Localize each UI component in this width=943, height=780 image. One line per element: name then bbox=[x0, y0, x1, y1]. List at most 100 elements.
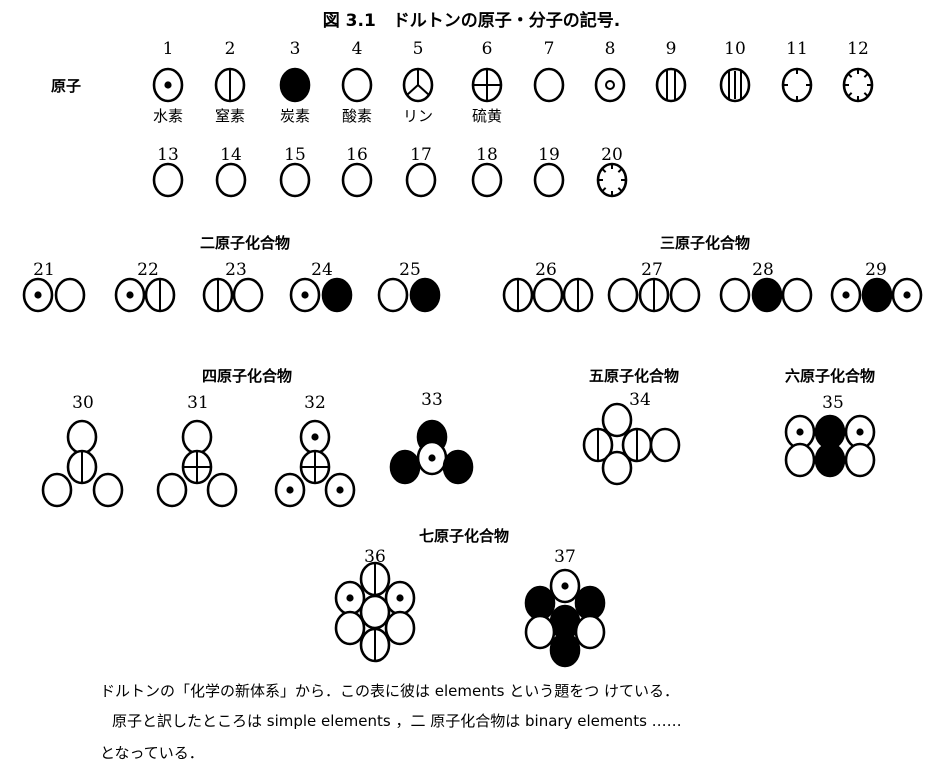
symbol-number: 11 bbox=[786, 39, 808, 59]
symbol-number: 35 bbox=[822, 393, 844, 413]
symbol-number: 28 bbox=[752, 260, 774, 280]
compound-27-atom-1 bbox=[607, 277, 639, 313]
symbol-number: 6 bbox=[482, 39, 493, 59]
symbol-number: 34 bbox=[629, 390, 651, 410]
atom-2-symbol bbox=[214, 67, 246, 103]
symbol-number: 1 bbox=[163, 39, 174, 59]
compound-23-atom-1 bbox=[202, 277, 234, 313]
symbol-number: 7 bbox=[544, 39, 555, 59]
compound-36-atom-6 bbox=[384, 610, 416, 646]
symbol-number: 21 bbox=[33, 260, 55, 280]
symbol-number: 29 bbox=[865, 260, 887, 280]
section-senary: 六原子化合物 bbox=[784, 367, 876, 385]
compound-34-atom-1 bbox=[601, 402, 633, 438]
atom-8-symbol bbox=[594, 67, 626, 103]
symbol-number: 10 bbox=[724, 39, 746, 59]
symbol-number: 14 bbox=[220, 145, 242, 165]
compound-26-atom-1 bbox=[502, 277, 534, 313]
compound-30-atom-3 bbox=[41, 472, 73, 508]
compound-21-atom-2 bbox=[54, 277, 86, 313]
atom-3-symbol bbox=[279, 67, 311, 103]
symbol-number: 19 bbox=[538, 145, 560, 165]
caption-line-1: ドルトンの「化学の新体系」から．この表に彼は elements という題をつ け… bbox=[100, 682, 679, 700]
symbol-number: 25 bbox=[399, 260, 421, 280]
atom-5-symbol bbox=[402, 67, 434, 103]
compound-34-atom-2 bbox=[582, 427, 614, 463]
compound-28-atom-1 bbox=[719, 277, 751, 313]
compound-30-atom-1 bbox=[66, 419, 98, 455]
compound-27-atom-2 bbox=[638, 277, 670, 313]
compound-34-atom-5 bbox=[601, 450, 633, 486]
symbol-number: 26 bbox=[535, 260, 557, 280]
compound-25-atom-1 bbox=[377, 277, 409, 313]
section-binary: 二原子化合物 bbox=[199, 234, 291, 252]
element-name-label: リン bbox=[403, 107, 433, 125]
atoms-label: 原子 bbox=[50, 77, 82, 95]
element-name-label: 水素 bbox=[153, 107, 183, 125]
compound-30-atom-4 bbox=[92, 472, 124, 508]
symbol-number: 18 bbox=[476, 145, 498, 165]
element-name-label: 酸素 bbox=[342, 107, 372, 125]
atom-17-symbol bbox=[405, 162, 437, 198]
atom-15-symbol bbox=[279, 162, 311, 198]
symbol-number: 31 bbox=[187, 393, 209, 413]
symbol-number: 3 bbox=[290, 39, 301, 59]
compound-22-atom-1 bbox=[114, 277, 146, 313]
atom-14-symbol bbox=[215, 162, 247, 198]
symbol-number: 8 bbox=[605, 39, 616, 59]
symbol-number: 2 bbox=[225, 39, 236, 59]
caption-line-3: となっている． bbox=[100, 744, 204, 762]
compound-24-atom-2 bbox=[321, 277, 353, 313]
compound-32-atom-1 bbox=[299, 419, 331, 455]
symbol-number: 9 bbox=[666, 39, 677, 59]
compound-33-atom-2 bbox=[416, 440, 448, 476]
compound-37-atom-2 bbox=[524, 585, 556, 621]
symbol-number: 5 bbox=[413, 39, 424, 59]
symbol-number: 12 bbox=[847, 39, 869, 59]
symbol-number: 27 bbox=[641, 260, 663, 280]
compound-26-atom-2 bbox=[532, 277, 564, 313]
caption-line-2: 原子と訳したところは simple elements ，二 原子化合物は bin… bbox=[112, 712, 682, 730]
compound-24-atom-1 bbox=[289, 277, 321, 313]
symbol-number: 15 bbox=[284, 145, 306, 165]
compound-28-atom-3 bbox=[781, 277, 813, 313]
compound-25-atom-2 bbox=[409, 277, 441, 313]
symbol-number: 17 bbox=[410, 145, 432, 165]
compound-32-atom-4 bbox=[324, 472, 356, 508]
compound-28-atom-2 bbox=[751, 277, 783, 313]
atom-19-symbol bbox=[533, 162, 565, 198]
symbol-number: 13 bbox=[157, 145, 179, 165]
symbol-number: 30 bbox=[72, 393, 94, 413]
compound-35-atom-6 bbox=[844, 442, 876, 478]
compound-36-atom-7 bbox=[359, 627, 391, 663]
atom-1-symbol bbox=[152, 67, 184, 103]
atom-12-symbol bbox=[842, 67, 874, 103]
compound-29-atom-3 bbox=[891, 277, 923, 313]
compound-26-atom-3 bbox=[562, 277, 594, 313]
symbol-number: 4 bbox=[352, 39, 363, 59]
atom-4-symbol bbox=[341, 67, 373, 103]
compound-36-atom-3 bbox=[384, 580, 416, 616]
compound-27-atom-3 bbox=[669, 277, 701, 313]
element-name-label: 炭素 bbox=[280, 107, 310, 125]
compound-31-atom-3 bbox=[156, 472, 188, 508]
compound-35-atom-4 bbox=[784, 442, 816, 478]
compound-21-atom-1 bbox=[22, 277, 54, 313]
compound-36-atom-1 bbox=[359, 561, 391, 597]
symbol-number: 16 bbox=[346, 145, 368, 165]
symbol-number: 37 bbox=[554, 547, 576, 567]
compound-35-atom-5 bbox=[814, 442, 846, 478]
element-name-label: 硫黄 bbox=[472, 107, 502, 125]
compound-31-atom-4 bbox=[206, 472, 238, 508]
atom-9-symbol bbox=[655, 67, 687, 103]
compound-29-atom-2 bbox=[861, 277, 893, 313]
compound-32-atom-2 bbox=[299, 449, 331, 485]
compound-31-atom-1 bbox=[181, 419, 213, 455]
compound-29-atom-1 bbox=[830, 277, 862, 313]
compound-36-atom-4 bbox=[359, 594, 391, 630]
atom-11-symbol bbox=[781, 67, 813, 103]
element-name-label: 窒素 bbox=[215, 107, 245, 125]
figure-title: 図 3.1 ドルトンの原子・分子の記号. bbox=[322, 11, 621, 31]
compound-31-atom-2 bbox=[181, 449, 213, 485]
compound-36-atom-2 bbox=[334, 580, 366, 616]
